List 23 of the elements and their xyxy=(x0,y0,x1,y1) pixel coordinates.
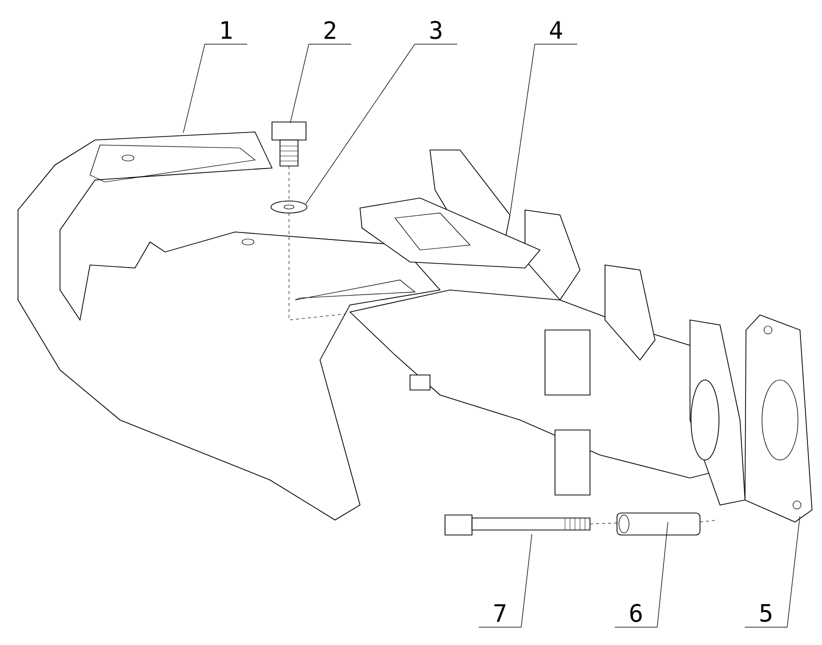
gasket-drawing xyxy=(744,314,812,522)
callout-number: 2 xyxy=(308,21,352,45)
callout-number: 1 xyxy=(204,21,248,45)
callout-number: 6 xyxy=(614,604,658,628)
leader-line xyxy=(510,44,536,214)
leader-line xyxy=(306,44,416,204)
washer-drawing xyxy=(270,200,308,214)
bolt-drawing xyxy=(444,514,590,536)
callout-number: 3 xyxy=(414,20,458,45)
callout-number: 7 xyxy=(478,604,522,628)
bolt-drawing xyxy=(272,122,306,166)
assembly-line xyxy=(288,166,290,202)
callout-number: 5 xyxy=(744,604,788,628)
leader-line xyxy=(786,516,800,628)
leader-line xyxy=(290,44,310,124)
assembly-line xyxy=(590,522,618,524)
heat-shield-drawing xyxy=(18,132,441,520)
leader-line xyxy=(520,534,532,628)
callout-number: 4 xyxy=(534,21,578,45)
spacer-sleeve-drawing xyxy=(616,512,700,536)
leader-line xyxy=(656,522,668,628)
assembly-line xyxy=(288,212,346,320)
leader-line xyxy=(183,44,206,134)
